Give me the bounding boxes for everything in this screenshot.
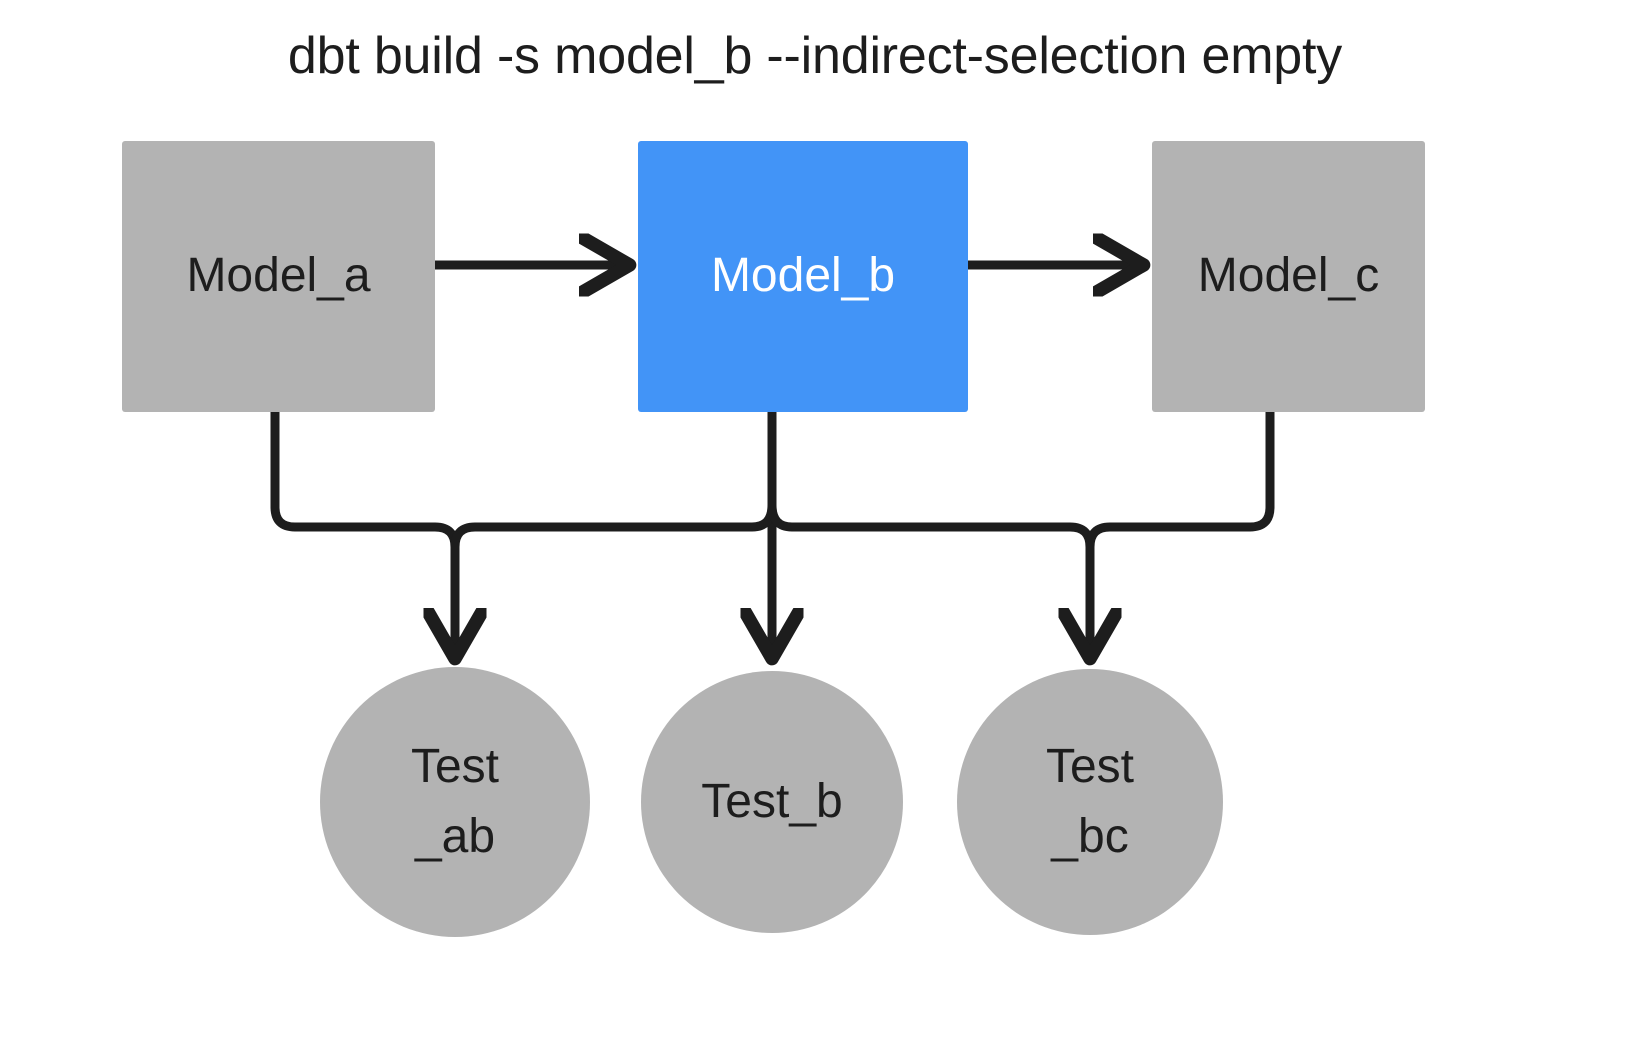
node-model-b[interactable]: Model_b — [638, 141, 968, 412]
node-test-bc-label-line-1: Test — [1045, 740, 1135, 794]
node-model-c-label: Model_c — [1197, 249, 1380, 303]
page-title: dbt build -s model_b --indirect-selectio… — [287, 27, 1343, 85]
node-test-b[interactable]: Test_b — [641, 671, 903, 933]
edge-model-b-to-test-ab — [450, 504, 777, 548]
node-model-c[interactable]: Model_c — [1152, 141, 1425, 412]
node-model-a[interactable]: Model_a — [122, 141, 435, 412]
node-test-bc-label-line-2: _bc — [1051, 810, 1129, 863]
node-test-bc[interactable]: Test _bc — [957, 669, 1223, 935]
edge-model-b-to-test-bc — [767, 504, 1095, 548]
edge-model-a-bus-drop — [270, 412, 455, 655]
node-test-ab-label-line-2: _ab — [414, 810, 496, 863]
node-model-b-label: Model_b — [710, 249, 896, 303]
edge-model-c-bus-drop — [1090, 412, 1275, 655]
node-model-a-label: Model_a — [186, 249, 371, 303]
node-test-b-label-line-1: Test_b — [701, 775, 843, 829]
node-test-ab[interactable]: Test _ab — [320, 667, 590, 937]
node-test-ab-label-line-1: Test — [410, 740, 500, 794]
